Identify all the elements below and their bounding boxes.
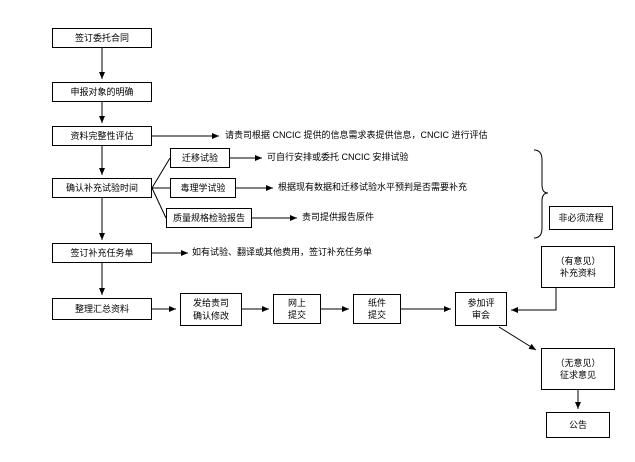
box-data-assessment: 资料完整性评估: [52, 126, 152, 146]
box-review-meeting: 参加评 审会: [455, 292, 507, 326]
box-quality-report: 质量规格检验报告: [166, 208, 252, 228]
note-assessment: 请贵司根据 CNCIC 提供的信息需求表提供信息，CNCIC 进行评估: [225, 130, 488, 140]
box-paper-submit: 纸件 提交: [353, 294, 401, 324]
box-sign-task-order: 签订补充任务单: [52, 243, 152, 263]
note-toxicology: 根据现有数据和迁移试验水平预判是否需要补充: [278, 182, 468, 192]
box-toxicology-test: 毒理学试验: [170, 178, 236, 198]
arrow-supplement-to-review: [511, 288, 557, 313]
box-announcement: 公告: [546, 412, 610, 438]
box-online-submit: 网上 提交: [273, 294, 321, 324]
box-send-confirm: 发给贵司 确认修改: [180, 293, 242, 326]
note-quality: 贵司提供报告原件: [302, 212, 375, 222]
box-supplement-materials: （有意见） 补充资料: [541, 246, 615, 288]
box-organize-data: 整理汇总资料: [52, 298, 152, 320]
box-sign-contract: 签订委托合同: [52, 28, 152, 48]
arrow-review-to-solicit: [498, 326, 537, 351]
connector-arrows: [99, 48, 581, 409]
optional-process-brace: [533, 149, 549, 239]
note-task-order: 如有试验、翻译或其他费用，签订补充任务单: [192, 247, 373, 257]
box-confirm-test-time: 确认补充试验时间: [52, 178, 152, 198]
box-declare-object: 申报对象的明确: [52, 82, 152, 102]
box-optional-process: 非必须流程: [549, 206, 613, 230]
note-migration: 可自行安排或委托 CNCIC 安排试验: [267, 152, 409, 162]
line-to-quality: [151, 187, 167, 219]
line-to-migration: [151, 157, 171, 189]
box-migration-test: 迁移试验: [170, 148, 230, 168]
box-solicit-opinions: （无意见） 征求意见: [541, 348, 615, 390]
